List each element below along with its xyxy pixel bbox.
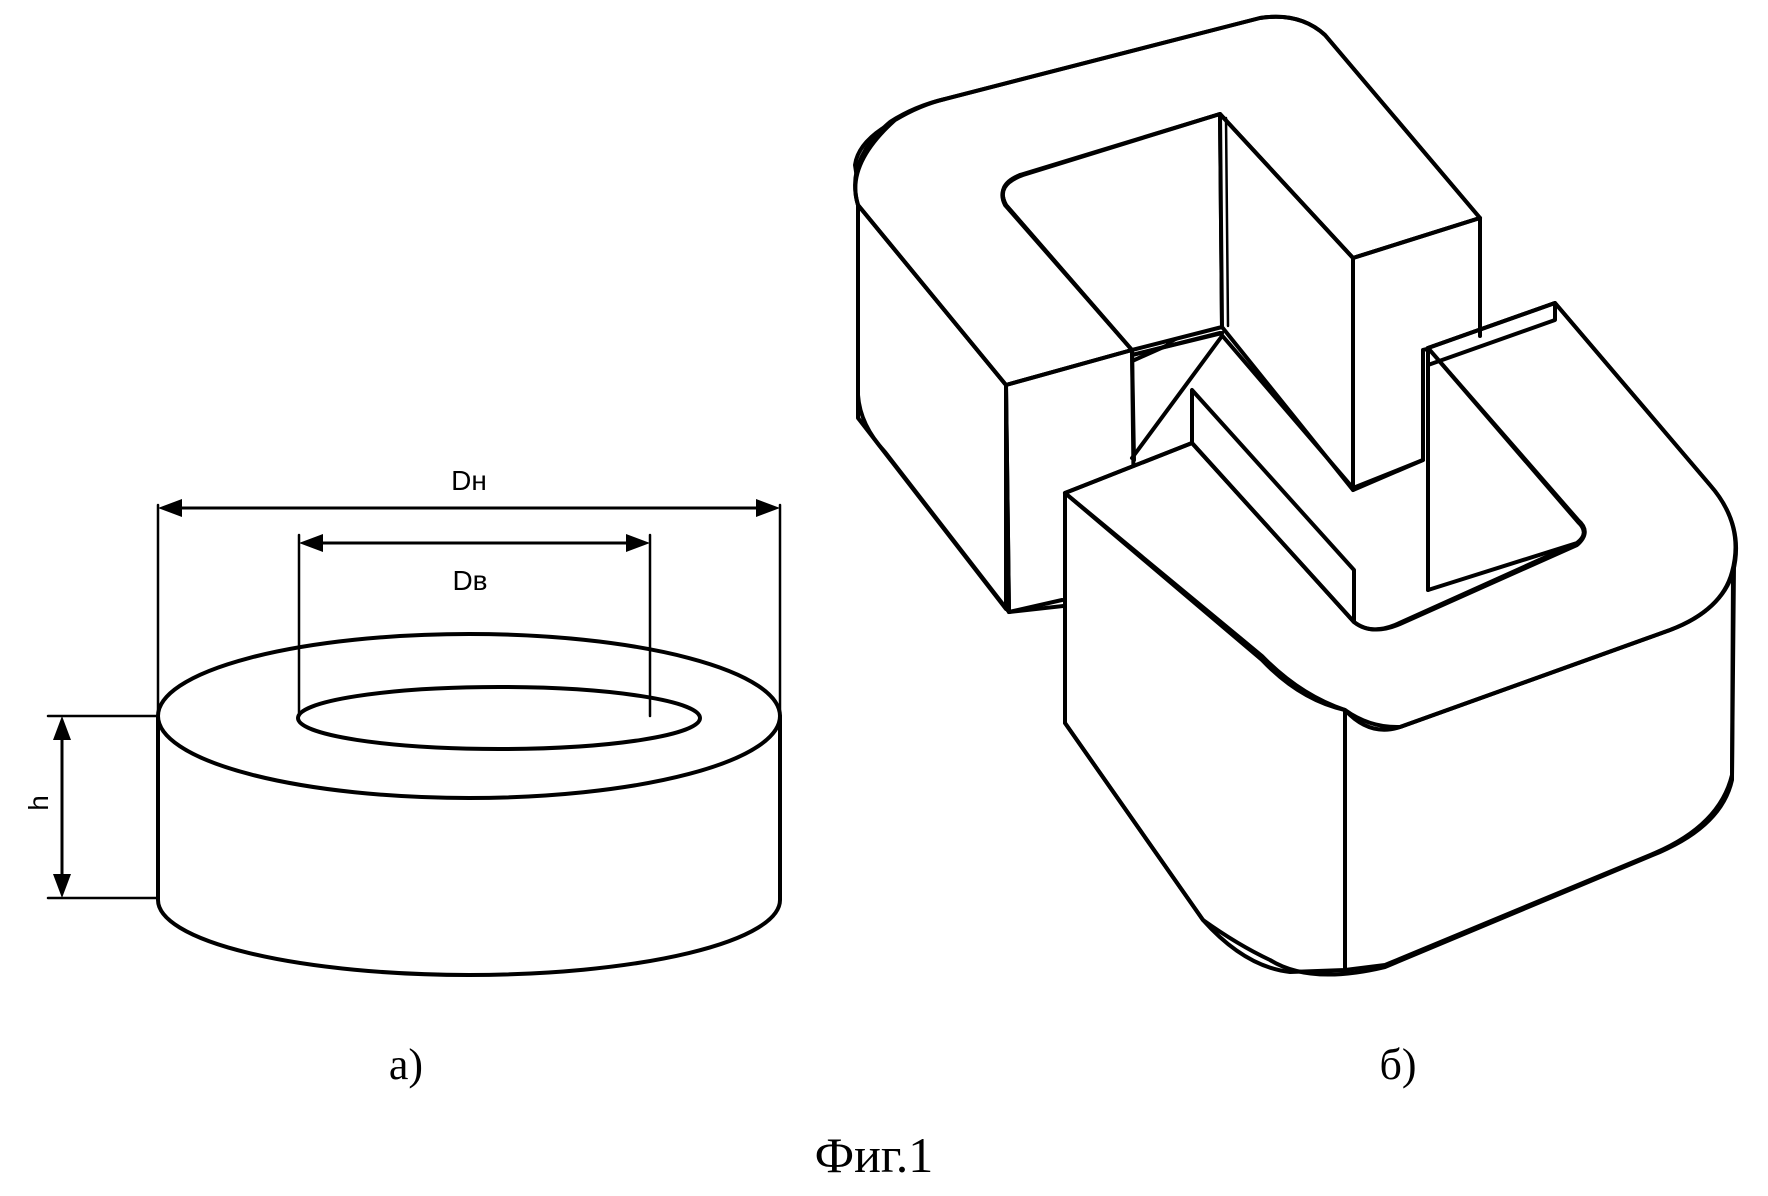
height-dimension: h — [23, 716, 158, 898]
toroid-inner-hole — [298, 687, 700, 749]
panel-a-label: а) — [389, 1040, 423, 1089]
inner-diameter-label: Dв — [452, 565, 487, 596]
height-label: h — [23, 795, 54, 811]
panel-b-label: б) — [1379, 1040, 1416, 1089]
toroid-core-drawing: Dн Dв h — [23, 465, 780, 975]
outer-diameter-label: Dн — [451, 465, 487, 496]
figure-caption: Фиг.1 — [815, 1127, 934, 1183]
c-core-drawing — [855, 17, 1736, 975]
